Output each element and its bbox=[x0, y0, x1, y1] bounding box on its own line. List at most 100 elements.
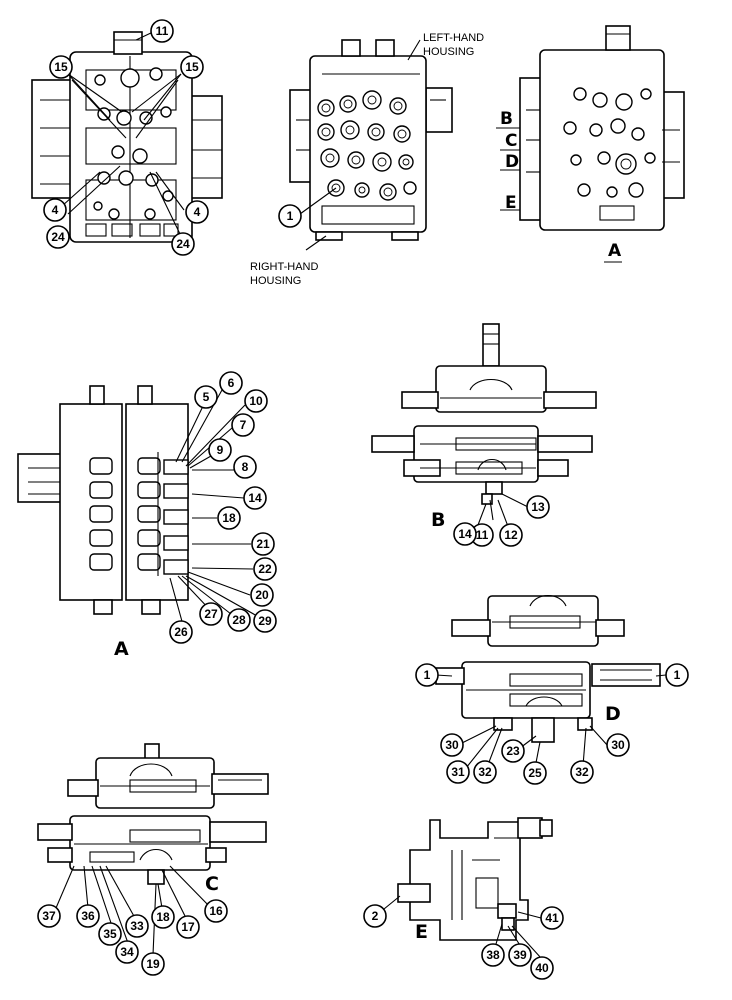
svg-text:30: 30 bbox=[611, 738, 625, 752]
svg-text:14: 14 bbox=[248, 491, 262, 505]
left-hand-housing-label-line1: LEFT-HAND bbox=[423, 32, 484, 44]
callout: 31 bbox=[446, 760, 470, 784]
callout: 2 bbox=[363, 904, 387, 928]
svg-text:5: 5 bbox=[203, 390, 210, 404]
callout: 18 bbox=[151, 905, 175, 929]
svg-text:40: 40 bbox=[535, 961, 549, 975]
callout: 21 bbox=[251, 532, 275, 556]
callout: 37 bbox=[37, 904, 61, 928]
callout: 26 bbox=[169, 620, 193, 644]
callout: 14 bbox=[243, 486, 267, 510]
callout: 22 bbox=[253, 557, 277, 581]
svg-text:23: 23 bbox=[506, 744, 520, 758]
callout: 27 bbox=[199, 602, 223, 626]
svg-text:1: 1 bbox=[674, 668, 681, 682]
svg-text:29: 29 bbox=[258, 614, 272, 628]
view-e-diagram: 2 41 38 39 40 E bbox=[363, 817, 564, 980]
svg-text:25: 25 bbox=[528, 766, 542, 780]
callout: 8 bbox=[233, 455, 257, 479]
svg-text:32: 32 bbox=[575, 765, 589, 779]
callout: 20 bbox=[250, 583, 274, 607]
callout: 14 bbox=[453, 522, 477, 546]
view-label-a: A bbox=[114, 638, 129, 660]
callout: 32 bbox=[570, 760, 594, 784]
callout: 40 bbox=[530, 956, 554, 980]
svg-text:24: 24 bbox=[51, 230, 65, 244]
callout: 4 bbox=[185, 200, 209, 224]
top-right-valve-view: B C D E A bbox=[496, 25, 685, 263]
callout: 9 bbox=[208, 438, 232, 462]
left-hand-housing-label-line2: HOUSING bbox=[423, 46, 474, 58]
callout: 28 bbox=[227, 608, 251, 632]
callout: 33 bbox=[125, 914, 149, 938]
svg-text:6: 6 bbox=[228, 376, 235, 390]
svg-text:13: 13 bbox=[531, 500, 545, 514]
svg-text:30: 30 bbox=[445, 738, 459, 752]
view-d-diagram: 1 1 30 31 32 23 25 32 30 D bbox=[415, 594, 689, 785]
callout: 24 bbox=[171, 232, 195, 256]
svg-text:28: 28 bbox=[232, 613, 246, 627]
callout: 36 bbox=[76, 904, 100, 928]
svg-text:11: 11 bbox=[476, 528, 489, 542]
callout: 19 bbox=[141, 952, 165, 976]
svg-text:16: 16 bbox=[209, 904, 223, 918]
svg-text:1: 1 bbox=[287, 209, 294, 223]
callout: 1 bbox=[415, 663, 439, 687]
callout: 1 bbox=[278, 204, 302, 228]
callout: 15 bbox=[49, 55, 73, 79]
svg-text:15: 15 bbox=[185, 60, 199, 74]
section-mark-d: D bbox=[505, 152, 519, 172]
svg-text:34: 34 bbox=[120, 945, 134, 959]
callout: 17 bbox=[176, 915, 200, 939]
svg-text:2: 2 bbox=[372, 909, 379, 923]
svg-text:10: 10 bbox=[249, 394, 263, 408]
top-left-valve-view: 11 15 15 4 24 4 24 bbox=[31, 19, 223, 256]
callout: 24 bbox=[46, 225, 70, 249]
callout: 29 bbox=[253, 609, 277, 633]
svg-text:20: 20 bbox=[255, 588, 269, 602]
callout: 25 bbox=[523, 761, 547, 785]
callout: 39 bbox=[508, 943, 532, 967]
view-label-c: C bbox=[205, 873, 219, 895]
callout: 5 bbox=[194, 385, 218, 409]
callout: 6 bbox=[219, 371, 243, 395]
svg-text:17: 17 bbox=[181, 920, 195, 934]
svg-text:41: 41 bbox=[545, 911, 559, 925]
callout: 11 bbox=[470, 523, 494, 547]
callout: 18 bbox=[217, 506, 241, 530]
section-mark-a: A bbox=[608, 241, 622, 261]
svg-text:18: 18 bbox=[156, 910, 170, 924]
svg-text:4: 4 bbox=[194, 205, 201, 219]
svg-text:7: 7 bbox=[240, 418, 247, 432]
svg-text:19: 19 bbox=[146, 957, 160, 971]
svg-text:33: 33 bbox=[130, 919, 144, 933]
svg-text:38: 38 bbox=[486, 948, 500, 962]
view-label-b: B bbox=[431, 509, 445, 531]
callout: 23 bbox=[501, 739, 525, 763]
svg-text:4: 4 bbox=[52, 203, 59, 217]
callout: 38 bbox=[481, 943, 505, 967]
callout: 15 bbox=[180, 55, 204, 79]
svg-text:31: 31 bbox=[451, 765, 465, 779]
svg-text:12: 12 bbox=[504, 528, 518, 542]
svg-text:1: 1 bbox=[424, 668, 431, 682]
svg-text:8: 8 bbox=[242, 460, 249, 474]
callout: 7 bbox=[231, 413, 255, 437]
svg-text:18: 18 bbox=[222, 511, 236, 525]
callout: 10 bbox=[244, 389, 268, 413]
callout: 13 bbox=[526, 495, 550, 519]
svg-text:35: 35 bbox=[103, 927, 117, 941]
callout: 30 bbox=[606, 733, 630, 757]
svg-text:24: 24 bbox=[176, 237, 190, 251]
view-c-diagram: 37 36 35 34 33 19 18 17 16 C bbox=[37, 743, 269, 976]
svg-text:36: 36 bbox=[81, 909, 95, 923]
callout: 1 bbox=[665, 663, 689, 687]
callout: 32 bbox=[473, 760, 497, 784]
right-hand-housing-label-line1: RIGHT-HAND bbox=[250, 261, 319, 273]
section-mark-c: C bbox=[505, 131, 517, 151]
callout: 4 bbox=[43, 198, 67, 222]
view-label-e: E bbox=[415, 921, 428, 943]
svg-text:27: 27 bbox=[204, 607, 218, 621]
svg-text:21: 21 bbox=[256, 537, 270, 551]
